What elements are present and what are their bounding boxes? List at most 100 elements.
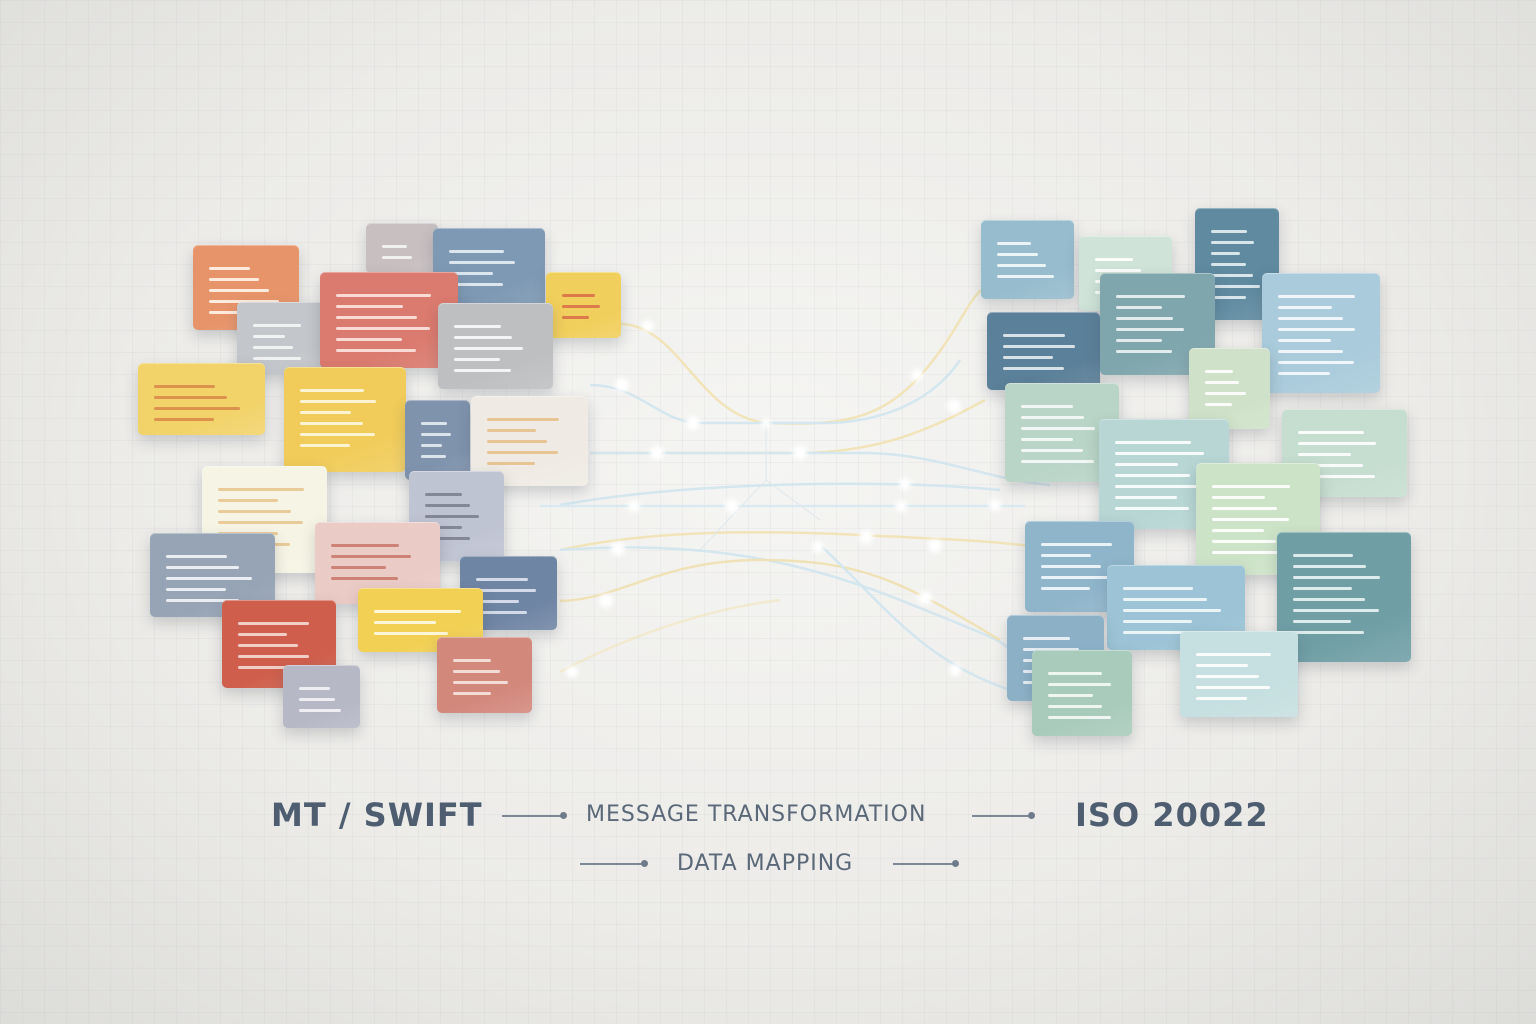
text-line-placeholder xyxy=(487,451,559,454)
text-line-placeholder xyxy=(1205,381,1240,384)
text-line-placeholder xyxy=(1196,664,1248,667)
text-line-placeholder xyxy=(1123,587,1193,590)
text-line-placeholder xyxy=(238,622,310,625)
iso-message-card xyxy=(981,220,1074,299)
text-line-placeholder xyxy=(425,526,462,529)
mt-message-card xyxy=(358,588,483,652)
text-line-placeholder xyxy=(1048,683,1112,686)
mt-message-card xyxy=(405,400,470,480)
text-line-placeholder xyxy=(1298,464,1364,467)
mt-message-card xyxy=(437,637,532,713)
text-line-placeholder xyxy=(1021,427,1095,430)
text-line-placeholder xyxy=(1115,463,1178,466)
text-line-placeholder xyxy=(1021,416,1085,419)
text-line-placeholder xyxy=(1116,306,1163,309)
mt-message-card xyxy=(460,556,557,630)
text-line-placeholder xyxy=(562,294,595,297)
text-line-placeholder xyxy=(1211,263,1247,266)
text-line-placeholder xyxy=(1003,334,1065,337)
text-line-placeholder xyxy=(336,349,416,352)
text-line-placeholder xyxy=(209,289,269,292)
text-line-placeholder xyxy=(1196,675,1259,678)
text-line-placeholder xyxy=(1298,453,1351,456)
text-line-placeholder xyxy=(1115,441,1192,444)
text-line-placeholder xyxy=(1116,295,1185,298)
text-line-placeholder xyxy=(253,346,294,349)
text-line-placeholder xyxy=(1021,438,1073,441)
text-line-placeholder xyxy=(1123,620,1192,623)
text-line-placeholder xyxy=(1021,449,1084,452)
mt-message-card xyxy=(237,302,327,374)
text-line-placeholder xyxy=(1293,554,1354,557)
text-line-placeholder xyxy=(1116,350,1173,353)
text-line-placeholder xyxy=(154,396,228,399)
text-line-placeholder xyxy=(154,407,240,410)
text-line-placeholder xyxy=(425,515,479,518)
text-line-placeholder xyxy=(1278,317,1344,320)
text-line-placeholder xyxy=(1293,587,1353,590)
text-line-placeholder xyxy=(1123,609,1221,612)
iso-message-card xyxy=(1277,532,1411,662)
text-line-placeholder xyxy=(1196,686,1270,689)
text-line-placeholder xyxy=(1298,442,1377,445)
text-line-placeholder xyxy=(487,462,536,465)
text-line-placeholder xyxy=(449,272,493,275)
text-line-placeholder xyxy=(449,261,515,264)
text-line-placeholder xyxy=(300,411,352,414)
text-line-placeholder xyxy=(487,429,537,432)
text-line-placeholder xyxy=(1298,431,1365,434)
text-line-placeholder xyxy=(562,305,601,308)
text-line-placeholder xyxy=(1048,694,1093,697)
text-line-placeholder xyxy=(218,532,278,535)
text-line-placeholder xyxy=(487,440,548,443)
text-line-placeholder xyxy=(209,278,260,281)
text-line-placeholder xyxy=(1211,241,1254,244)
text-line-placeholder xyxy=(253,335,286,338)
text-line-placeholder xyxy=(1205,403,1233,406)
target-format-label: ISO 20022 xyxy=(1075,796,1269,834)
text-line-placeholder xyxy=(1196,653,1271,656)
text-line-placeholder xyxy=(476,611,528,614)
iso-message-card xyxy=(1180,631,1298,717)
text-line-placeholder xyxy=(1023,659,1062,662)
text-line-placeholder xyxy=(336,305,403,308)
text-line-placeholder xyxy=(1023,670,1070,673)
mt-message-card xyxy=(283,665,360,728)
text-line-placeholder xyxy=(1298,475,1376,478)
text-line-placeholder xyxy=(166,588,227,591)
mt-message-card xyxy=(193,245,299,330)
text-line-placeholder xyxy=(1023,648,1079,651)
text-line-placeholder xyxy=(238,666,287,669)
iso-message-card xyxy=(1189,348,1270,429)
text-line-placeholder xyxy=(166,566,240,569)
text-line-placeholder xyxy=(299,687,330,690)
text-line-placeholder xyxy=(453,681,508,684)
text-line-placeholder xyxy=(209,311,259,314)
text-line-placeholder xyxy=(997,253,1039,256)
text-line-placeholder xyxy=(425,493,463,496)
text-line-placeholder xyxy=(1021,460,1094,463)
text-line-placeholder xyxy=(1023,637,1071,640)
text-line-placeholder xyxy=(476,578,528,581)
text-line-placeholder xyxy=(336,316,417,319)
text-line-placeholder xyxy=(1196,697,1247,700)
text-line-placeholder xyxy=(454,325,502,328)
iso-message-card xyxy=(1282,409,1407,497)
text-line-placeholder xyxy=(1211,274,1254,277)
text-line-placeholder xyxy=(997,242,1031,245)
text-line-placeholder xyxy=(1041,576,1112,579)
text-line-placeholder xyxy=(154,385,215,388)
mt-message-card xyxy=(366,223,438,273)
text-line-placeholder xyxy=(209,267,250,270)
text-line-placeholder xyxy=(1212,529,1265,532)
mt-message-card xyxy=(471,396,588,486)
arrow-to-target xyxy=(972,812,1035,819)
text-line-placeholder xyxy=(1115,496,1177,499)
text-line-placeholder xyxy=(218,521,303,524)
text-line-placeholder xyxy=(1205,370,1233,373)
text-line-placeholder xyxy=(238,655,309,658)
text-line-placeholder xyxy=(1115,485,1204,488)
iso-message-card xyxy=(1025,521,1134,612)
iso-message-card xyxy=(1196,463,1320,575)
